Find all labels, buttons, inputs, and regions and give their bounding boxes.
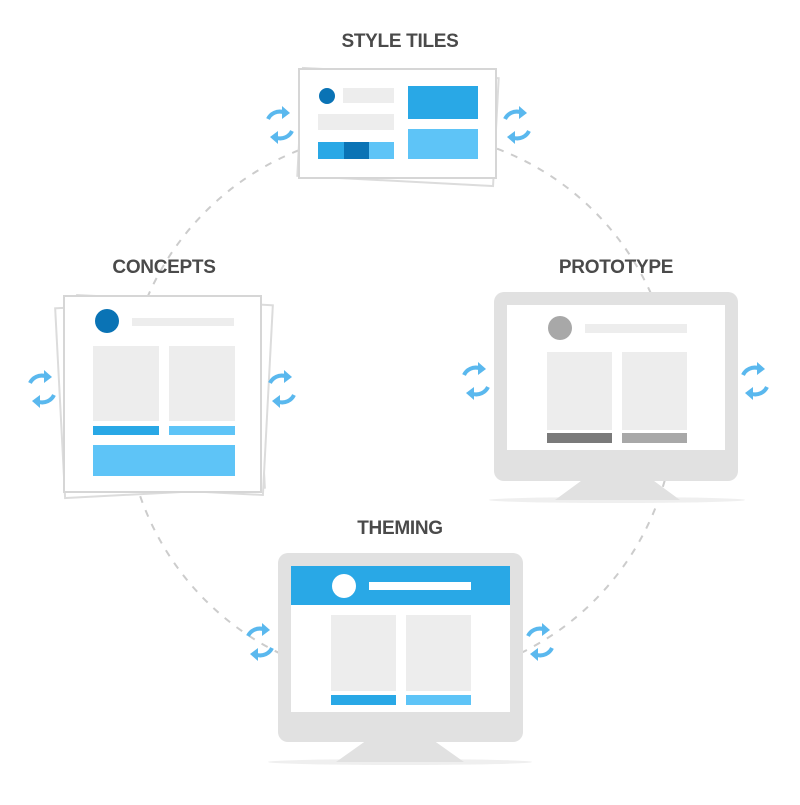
- content-block-left: [547, 352, 612, 430]
- circular-arrows-icon: [462, 360, 490, 402]
- circular-arrows-icon: [268, 368, 296, 410]
- circular-arrows-icon: [266, 104, 294, 146]
- footer-block: [93, 445, 235, 476]
- prototype-label: PROTOTYPE: [558, 257, 674, 278]
- theming-monitor: [268, 553, 532, 765]
- style-tiles-card: [296, 66, 500, 188]
- text-bar: [318, 114, 394, 130]
- button-right: [406, 695, 471, 705]
- color-swatch-2: [344, 142, 369, 159]
- button-left: [93, 426, 159, 435]
- prototype-monitor: [489, 292, 745, 503]
- circular-arrows-icon: [28, 368, 56, 410]
- primary-tile: [408, 86, 478, 119]
- avatar-dot: [548, 316, 572, 340]
- avatar-dot: [332, 574, 356, 598]
- avatar-dot: [95, 309, 119, 333]
- color-swatch-1: [318, 142, 344, 159]
- content-block-left: [93, 346, 159, 421]
- button-right: [169, 426, 235, 435]
- concepts-label: CONCEPTS: [112, 257, 216, 278]
- button-right: [622, 433, 687, 443]
- monitor-stand: [555, 478, 680, 500]
- circular-arrows-icon: [246, 621, 274, 663]
- content-block-right: [622, 352, 687, 430]
- circular-arrows-icon: [741, 360, 769, 402]
- theming-label: THEMING: [357, 518, 443, 539]
- avatar-dot: [319, 88, 335, 104]
- title-bar: [369, 582, 471, 590]
- circular-arrows-icon: [526, 621, 554, 663]
- title-bar: [343, 88, 394, 103]
- button-left: [331, 695, 396, 705]
- title-bar: [585, 324, 687, 333]
- style-tiles-label: STYLE TILES: [341, 31, 459, 52]
- content-block-right: [406, 615, 471, 691]
- secondary-tile: [408, 129, 478, 159]
- content-block-right: [169, 346, 235, 421]
- color-swatch-3: [369, 142, 394, 159]
- circular-arrows-icon: [503, 104, 531, 146]
- concepts-card: [54, 293, 274, 500]
- content-block-left: [331, 615, 396, 691]
- button-left: [547, 433, 612, 443]
- monitor-stand: [336, 740, 464, 762]
- title-bar: [132, 318, 234, 326]
